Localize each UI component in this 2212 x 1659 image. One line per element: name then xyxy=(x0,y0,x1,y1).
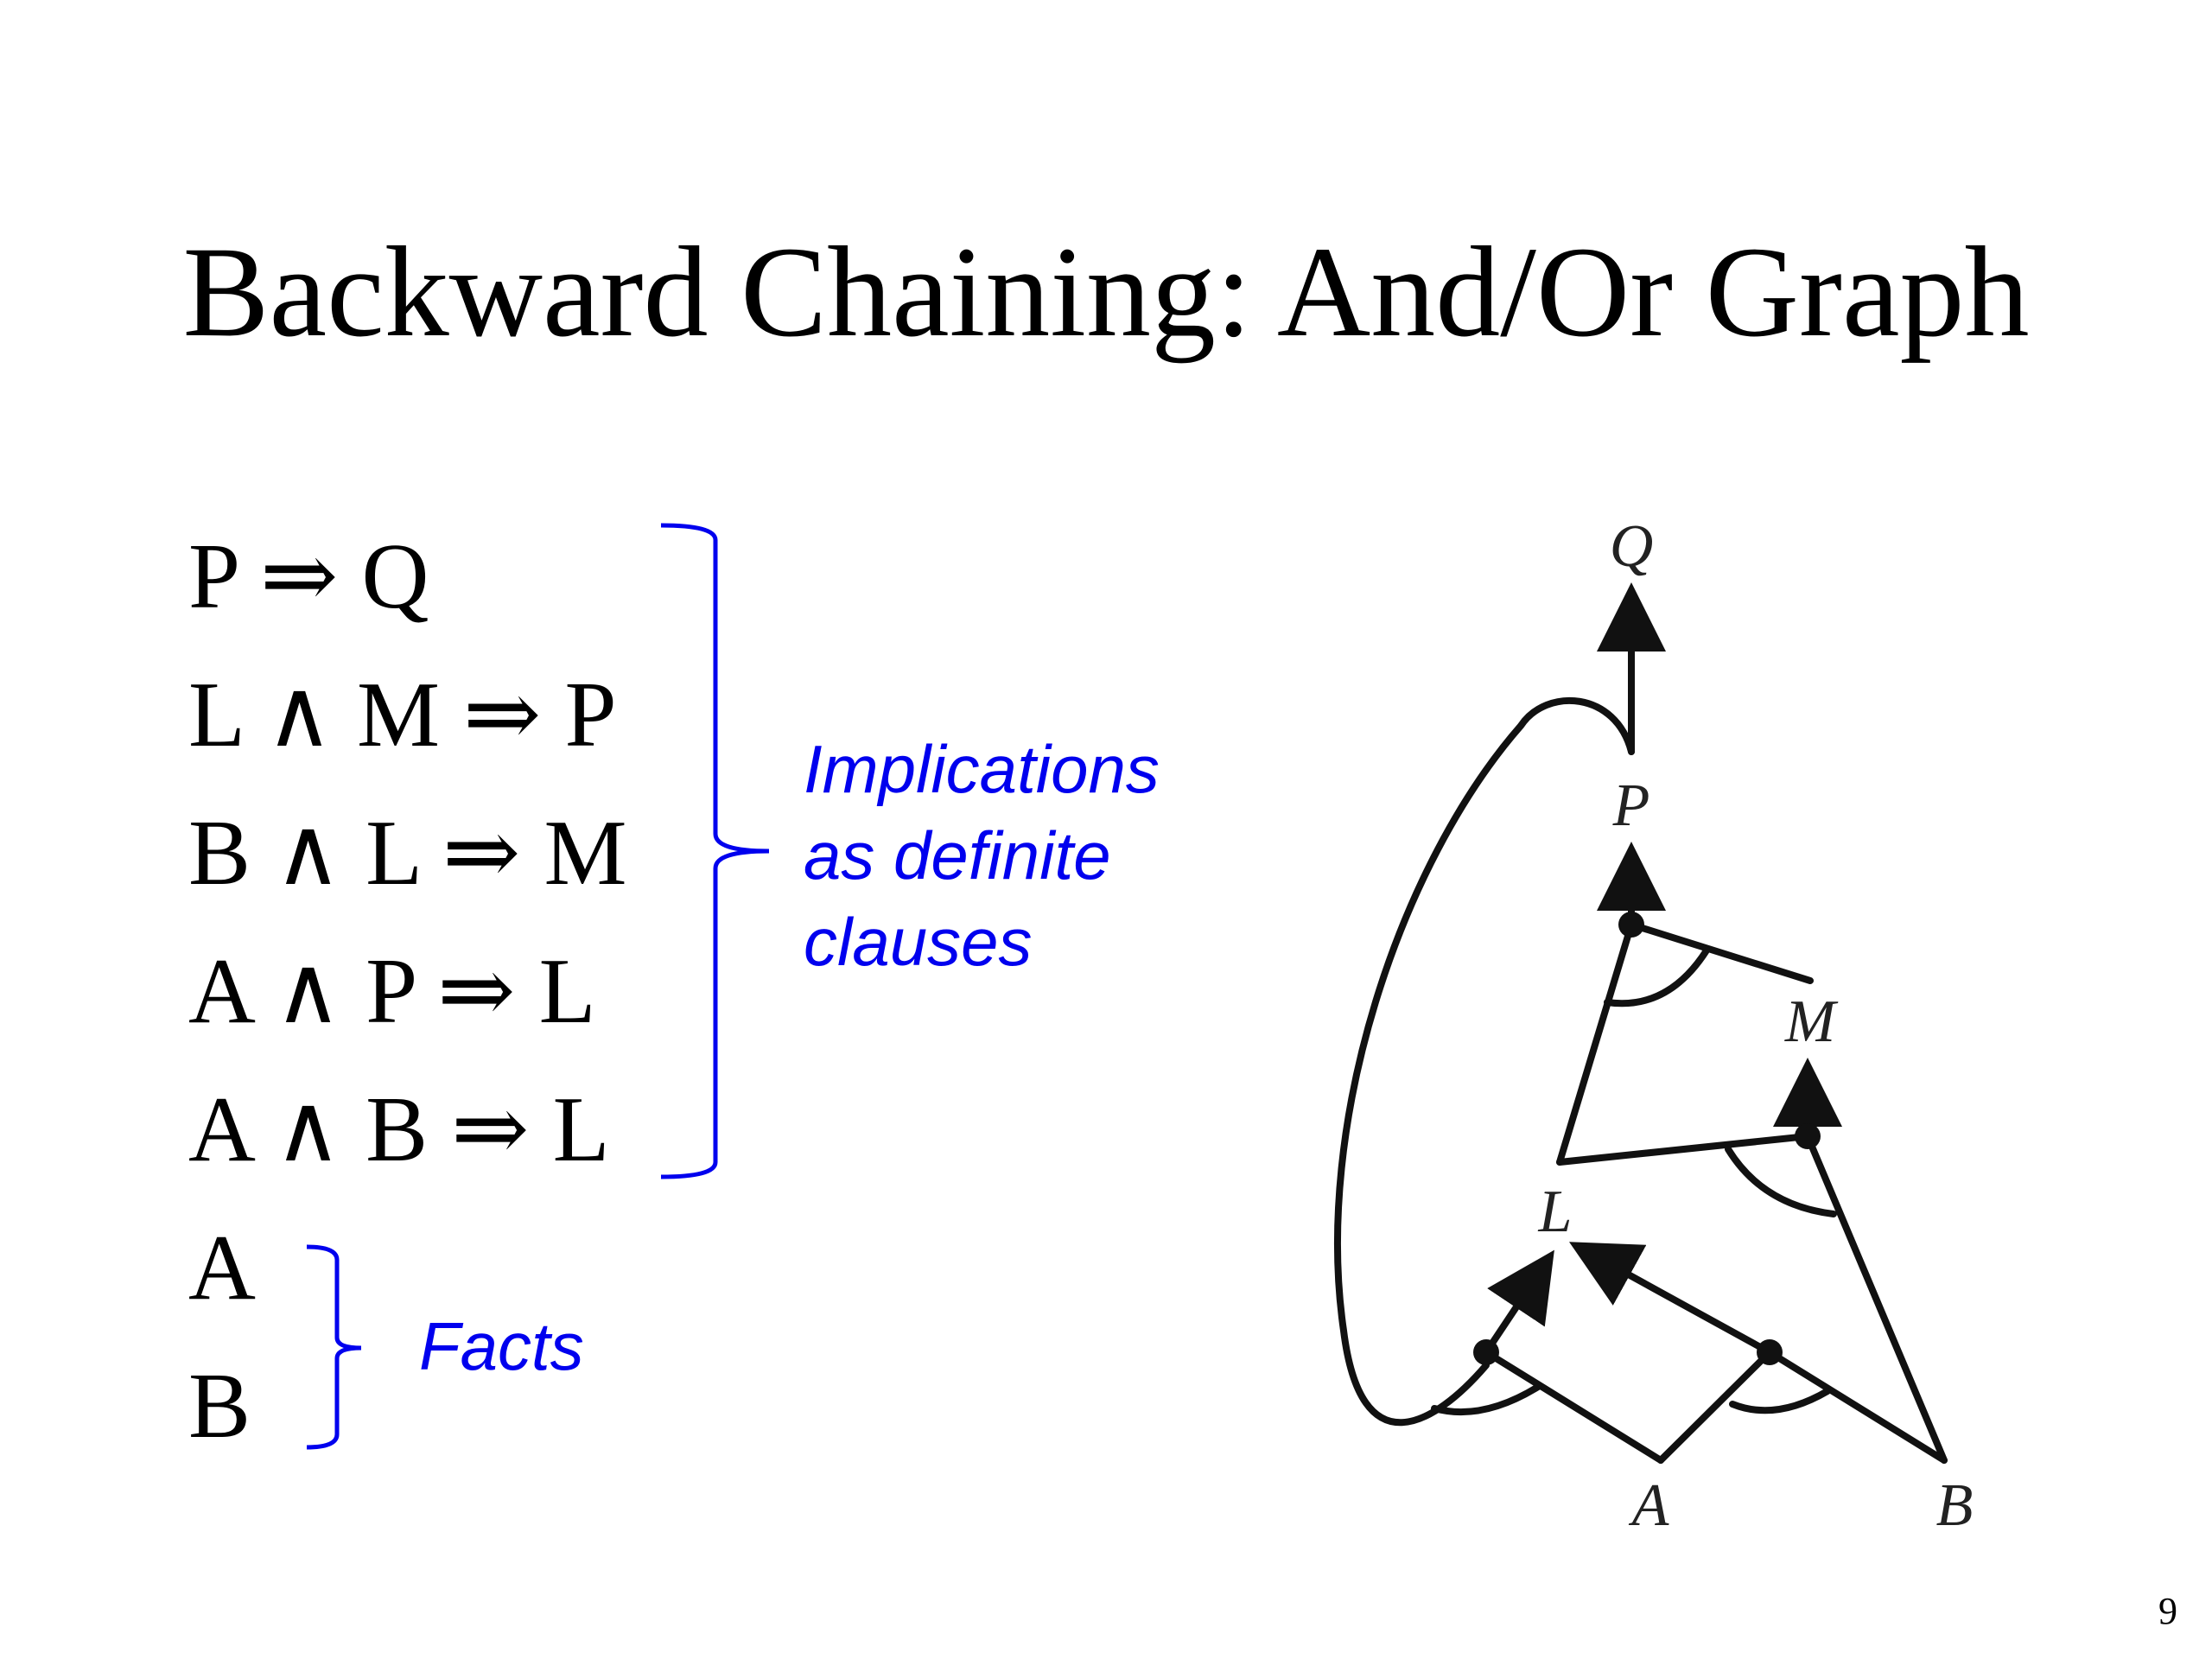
node-l-label: L xyxy=(1538,1179,1573,1245)
rule-p-implies-q: P ⇒ Q xyxy=(188,525,429,628)
implications-line-2: as definite xyxy=(804,817,1111,893)
fact-a: A xyxy=(188,1217,256,1319)
implications-bracket xyxy=(660,523,770,1179)
node-a-label: A xyxy=(1629,1472,1669,1539)
edge-and-ab-to-l xyxy=(1568,1242,1773,1356)
page-number: 9 xyxy=(2158,1590,2177,1632)
node-p-label: P xyxy=(1612,772,1650,839)
node-m-label: M xyxy=(1784,988,1839,1055)
node-b-label: B xyxy=(1936,1472,1974,1539)
implications-annotation: Implications as definite clauses xyxy=(804,726,1160,985)
rule-a-and-b-implies-l: A ∧ B ⇒ L xyxy=(188,1078,610,1181)
slide-title: Backward Chaining: And/Or Graph xyxy=(182,220,2030,364)
fact-b: B xyxy=(188,1355,251,1458)
facts-annotation: Facts xyxy=(419,1308,584,1384)
edge-b-to-and-ab xyxy=(1766,1349,1948,1464)
edge-l-to-and-bl xyxy=(1556,1133,1811,1166)
junction-and-ap xyxy=(1473,1339,1499,1365)
edge-b-to-and-bl xyxy=(1804,1133,1948,1464)
edge-m-to-and-lm xyxy=(1628,921,1814,984)
edge-l-to-and-lm xyxy=(1556,921,1635,1166)
junction-and-bl xyxy=(1795,1123,1821,1149)
junction-dots xyxy=(1473,912,1821,1365)
edge-loop-p-to-and-node xyxy=(1333,696,1635,1427)
rule-l-and-m-implies-p: L ∧ M ⇒ P xyxy=(188,664,617,766)
node-q-label: Q xyxy=(1610,513,1654,580)
edge-and-ap-to-l xyxy=(1483,1249,1554,1356)
junction-and-ab xyxy=(1757,1339,1783,1365)
facts-bracket xyxy=(306,1244,362,1450)
edge-a-to-and-ab xyxy=(1657,1349,1773,1464)
and-or-graph xyxy=(1333,582,1948,1464)
junction-and-lm xyxy=(1618,912,1644,938)
edge-a-to-and-ap xyxy=(1483,1349,1664,1464)
rule-b-and-l-implies-m: B ∧ L ⇒ M xyxy=(188,802,627,905)
and-arc-ap xyxy=(1431,1383,1541,1416)
implications-line-1: Implications xyxy=(804,731,1160,807)
and-arc-bl xyxy=(1725,1146,1837,1217)
rule-a-and-p-implies-l: A ∧ P ⇒ L xyxy=(188,940,596,1043)
and-arc-ab xyxy=(1729,1388,1831,1414)
and-arc-lm xyxy=(1604,947,1710,1007)
implications-line-3: clauses xyxy=(804,904,1033,980)
